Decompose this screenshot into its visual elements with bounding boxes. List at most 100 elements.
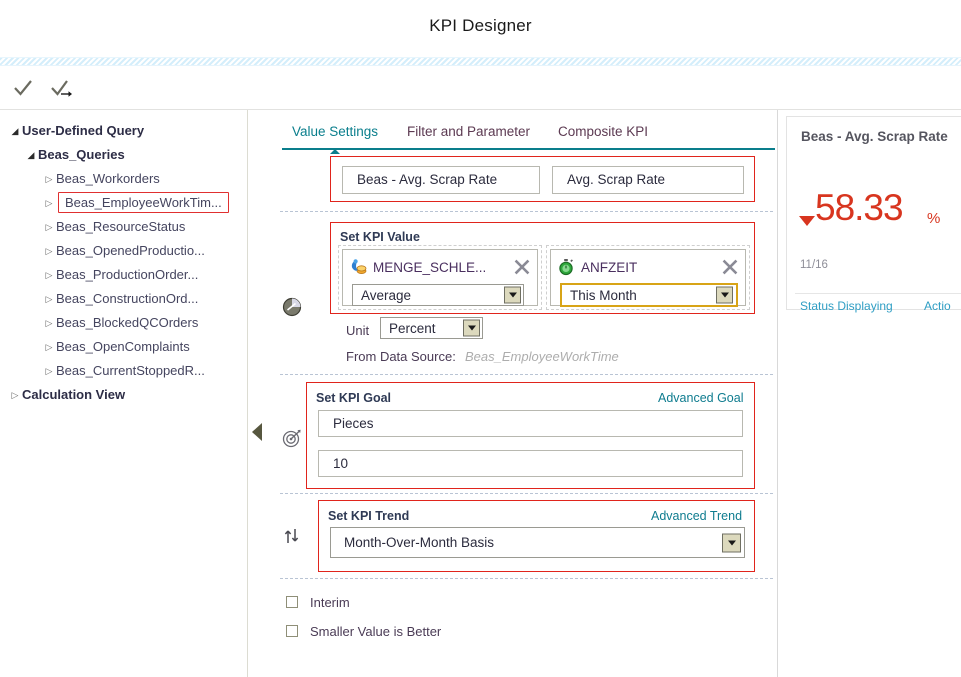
kpi-preview-card: Beas - Avg. Scrap Rate 58.33 % 11/16 - S… [786,116,961,310]
check-arrow-icon[interactable] [46,73,80,105]
sidebar-item-calculation-view[interactable]: ▷Calculation View [0,382,247,406]
sidebar-item-beas-currentstoppedr[interactable]: ▷Beas_CurrentStoppedR... [0,358,247,382]
time-period-value: This Month [570,288,637,303]
measure-aggregation-value: Average [361,288,411,303]
sidebar-item-label: Beas_Workorders [56,167,160,191]
advanced-goal-link[interactable]: Advanced Goal [658,391,743,405]
status-displaying-link[interactable]: Status Displaying [800,299,893,313]
chevron-right-icon[interactable]: ▷ [42,263,56,287]
sidebar-item-label: User-Defined Query [22,119,144,143]
sidebar-item-beas-productionorder[interactable]: ▷Beas_ProductionOrder... [0,262,247,286]
trend-arrows-icon [281,525,303,547]
gauge-icon [281,296,303,318]
sidebar-item-user-defined-query[interactable]: ◢User-Defined Query [0,118,247,142]
set-kpi-goal-title: Set KPI Goal [316,391,391,405]
interim-checkbox-row[interactable]: Interim [286,593,350,611]
chevron-down-icon[interactable]: ◢ [24,143,38,167]
query-tree-sidebar[interactable]: ◢User-Defined Query◢Beas_Queries▷Beas_Wo… [0,110,248,677]
section-divider-1 [280,211,773,212]
measure-icon [349,258,367,276]
kpi-preview-date: 11/16 [800,259,828,271]
kpi-preview-title: Beas - Avg. Scrap Rate [801,129,961,144]
interim-label: Interim [310,595,350,610]
tab-filter-and-parameter[interactable]: Filter and Parameter [407,122,530,148]
interim-checkbox[interactable] [286,596,298,608]
section-divider-3 [280,493,773,494]
unit-label: Unit [346,323,369,338]
goal-value-input[interactable]: 10 [318,450,743,477]
sidebar-item-label: Beas_Queries [38,143,125,167]
sidebar-item-label: Beas_ProductionOrder... [56,263,198,287]
chevron-down-icon[interactable] [463,320,480,337]
target-icon [281,427,303,449]
chevron-right-icon[interactable]: ▷ [42,311,56,335]
sidebar-item-beas-employeeworktim[interactable]: ▷Beas_EmployeeWorkTim... [0,190,247,214]
time-chip-name: ANFZEIT [581,260,721,275]
measure-aggregation-select[interactable]: Average [352,284,524,306]
unit-value: Percent [389,321,436,336]
close-icon[interactable] [513,258,531,276]
sidebar-item-beas-openedproductio[interactable]: ▷Beas_OpenedProductio... [0,238,247,262]
kpi-name-input[interactable]: Beas - Avg. Scrap Rate [342,166,540,194]
time-chip: ANFZEIT This Month [550,249,746,306]
chevron-right-icon[interactable]: ▷ [42,287,56,311]
kpi-preview-unit: % [927,210,940,227]
check-icon[interactable] [6,73,40,105]
data-source-label: From Data Source: [346,349,456,364]
sidebar-item-label: Beas_OpenComplaints [56,335,190,359]
chevron-right-icon[interactable]: ▷ [42,335,56,359]
kpi-preview-divider [795,293,961,294]
close-icon[interactable] [721,258,739,276]
time-period-select[interactable]: This Month [560,283,738,307]
goal-unit-input[interactable]: Pieces [318,410,743,437]
sidebar-item-label: Beas_BlockedQCOrders [56,311,198,335]
value-settings-panel: Value Settings Filter and Parameter Comp… [270,110,775,677]
sidebar-item-beas-queries[interactable]: ◢Beas_Queries [0,142,247,166]
chevron-down-icon[interactable] [504,287,521,304]
set-kpi-trend-title: Set KPI Trend [328,509,409,523]
measure-chip: MENGE_SCHLE... Average [342,249,538,306]
chevron-down-icon[interactable] [722,533,741,552]
sidebar-item-beas-blockedqcorders[interactable]: ▷Beas_BlockedQCOrders [0,310,247,334]
time-chip-header: ANFZEIT [551,250,745,284]
chevron-right-icon[interactable]: ▷ [42,191,56,215]
page-title: KPI Designer [0,16,961,36]
sidebar-item-beas-resourcestatus[interactable]: ▷Beas_ResourceStatus [0,214,247,238]
kpi-short-name-input[interactable]: Avg. Scrap Rate [552,166,744,194]
kpi-preview-value: 58.33 [815,187,903,229]
tab-underline [282,148,775,150]
chevron-right-icon[interactable]: ▷ [8,383,22,407]
header-stripe-divider [0,57,961,66]
sidebar-item-label: Beas_EmployeeWorkTim... [58,192,229,213]
set-kpi-value-title: Set KPI Value [340,230,420,244]
action-link[interactable]: Actio [924,299,951,313]
tab-value-settings[interactable]: Value Settings [292,122,378,148]
smaller-value-is-better-checkbox[interactable] [286,625,298,637]
unit-select[interactable]: Percent [380,317,483,339]
advanced-trend-link[interactable]: Advanced Trend [651,509,742,523]
chevron-right-icon[interactable]: ▷ [42,239,56,263]
query-tree: ◢User-Defined Query◢Beas_Queries▷Beas_Wo… [0,118,247,406]
app-header: KPI Designer [0,0,961,57]
sidebar-item-beas-constructionord[interactable]: ▷Beas_ConstructionOrd... [0,286,247,310]
data-source-value: Beas_EmployeeWorkTime [465,349,619,364]
smaller-value-is-better-label: Smaller Value is Better [310,624,441,639]
measure-chip-name: MENGE_SCHLE... [373,260,513,275]
chevron-down-icon[interactable] [716,287,733,304]
tab-composite-kpi[interactable]: Composite KPI [558,122,648,148]
chevron-right-icon[interactable]: ▷ [42,167,56,191]
collapse-left-arrow-icon[interactable] [252,423,262,441]
kpi-preview-panel: Beas - Avg. Scrap Rate 58.33 % 11/16 - S… [777,110,961,677]
chevron-right-icon[interactable]: ▷ [42,215,56,239]
measure-chip-header: MENGE_SCHLE... [343,250,537,284]
sidebar-item-label: Beas_CurrentStoppedR... [56,359,205,383]
chevron-right-icon[interactable]: ▷ [42,359,56,383]
chevron-down-icon[interactable]: ◢ [8,119,22,143]
sidebar-item-beas-opencomplaints[interactable]: ▷Beas_OpenComplaints [0,334,247,358]
smaller-value-is-better-checkbox-row[interactable]: Smaller Value is Better [286,622,441,640]
sidebar-item-beas-workorders[interactable]: ▷Beas_Workorders [0,166,247,190]
trend-basis-value: Month-Over-Month Basis [344,535,494,550]
section-divider-4 [280,578,773,579]
section-divider-2 [280,374,773,375]
trend-basis-select[interactable]: Month-Over-Month Basis [330,527,745,558]
